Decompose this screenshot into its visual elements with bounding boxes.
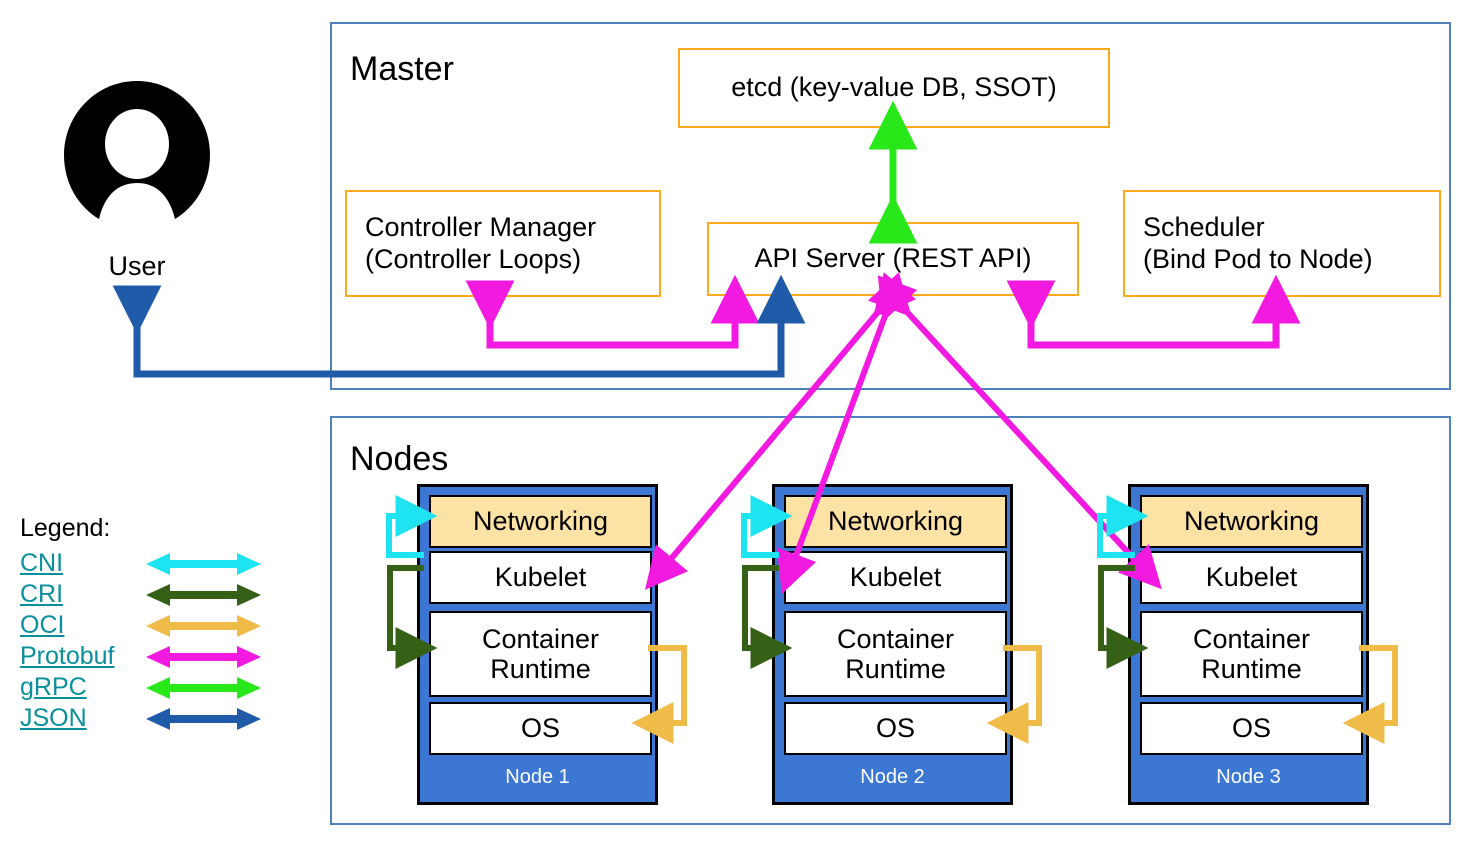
legend-arrow-grpc <box>146 675 261 701</box>
node-1-container-runtime-label: Container Runtime <box>481 623 600 684</box>
scheduler-box[interactable]: Scheduler (Bind Pod to Node) <box>1123 190 1441 297</box>
node-3-name: Node 3 <box>1216 766 1281 788</box>
legend-arrow-cri <box>146 582 261 608</box>
legend-label-grpc[interactable]: gRPC <box>20 673 87 701</box>
legend-arrow-cni <box>146 551 261 577</box>
node-2-name: Node 2 <box>860 766 925 788</box>
legend-label-json[interactable]: JSON <box>20 704 87 732</box>
node-2-container-runtime-label: Container Runtime <box>836 623 955 684</box>
node-3-layer-networking[interactable]: Networking <box>1140 495 1363 548</box>
legend-arrow-protobuf <box>146 644 261 670</box>
etcd-label: etcd (key-value DB, SSOT) <box>731 72 1057 103</box>
node-1-kubelet-label: Kubelet <box>494 562 587 593</box>
api-server-box[interactable]: API Server (REST API) <box>707 222 1079 296</box>
node-2-networking-label: Networking <box>827 506 964 537</box>
user-label: User <box>108 251 166 281</box>
legend-arrow-oci <box>146 613 261 639</box>
node-1-networking-label: Networking <box>472 506 609 537</box>
node-3-layer-kubelet[interactable]: Kubelet <box>1140 551 1363 604</box>
node-3-layer-os[interactable]: OS <box>1140 702 1363 755</box>
node-1-name: Node 1 <box>505 766 570 788</box>
nodes-group-title: Nodes <box>350 440 449 478</box>
scheduler-label: Scheduler (Bind Pod to Node) <box>1143 211 1373 274</box>
node-card-3[interactable]: Networking Kubelet Container Runtime OS … <box>1128 484 1369 805</box>
node-3-layer-container-runtime[interactable]: Container Runtime <box>1140 611 1363 697</box>
legend-row-json[interactable]: JSON <box>20 703 261 734</box>
node-1-layer-container-runtime[interactable]: Container Runtime <box>429 611 652 697</box>
etcd-box[interactable]: etcd (key-value DB, SSOT) <box>678 48 1110 128</box>
node-card-1[interactable]: Networking Kubelet Container Runtime OS … <box>417 484 658 805</box>
node-2-layer-networking[interactable]: Networking <box>784 495 1007 548</box>
legend-row-cni[interactable]: CNI <box>20 548 261 579</box>
legend-label-protobuf[interactable]: Protobuf <box>20 642 115 670</box>
node-3-container-runtime-label: Container Runtime <box>1192 623 1311 684</box>
node-1-os-label: OS <box>520 713 560 744</box>
node-3-networking-label: Networking <box>1183 506 1320 537</box>
node-2-os-label: OS <box>875 713 915 744</box>
node-2-layer-kubelet[interactable]: Kubelet <box>784 551 1007 604</box>
legend-row-cri[interactable]: CRI <box>20 579 261 610</box>
node-2-layer-os[interactable]: OS <box>784 702 1007 755</box>
legend-arrow-json <box>146 706 261 732</box>
legend-label-oci[interactable]: OCI <box>20 611 65 639</box>
node-1-layer-networking[interactable]: Networking <box>429 495 652 548</box>
controller-manager-label: Controller Manager (Controller Loops) <box>365 211 597 274</box>
node-card-2[interactable]: Networking Kubelet Container Runtime OS … <box>772 484 1013 805</box>
node-3-os-label: OS <box>1231 713 1271 744</box>
legend-row-protobuf[interactable]: Protobuf <box>20 641 261 672</box>
node-1-layer-kubelet[interactable]: Kubelet <box>429 551 652 604</box>
node-2-layer-container-runtime[interactable]: Container Runtime <box>784 611 1007 697</box>
legend-row-oci[interactable]: OCI <box>20 610 261 641</box>
legend: Legend: CNI CRI OCI <box>20 516 261 734</box>
api-server-label: API Server (REST API) <box>754 243 1032 274</box>
user-avatar-icon <box>62 79 212 227</box>
node-3-kubelet-label: Kubelet <box>1205 562 1298 593</box>
legend-label-cri[interactable]: CRI <box>20 580 64 608</box>
legend-title: Legend: <box>20 514 111 542</box>
node-1-layer-os[interactable]: OS <box>429 702 652 755</box>
controller-manager-box[interactable]: Controller Manager (Controller Loops) <box>345 190 661 297</box>
legend-label-cni[interactable]: CNI <box>20 549 64 577</box>
legend-row-grpc[interactable]: gRPC <box>20 672 261 703</box>
node-2-kubelet-label: Kubelet <box>849 562 942 593</box>
master-group-title: Master <box>350 50 454 88</box>
